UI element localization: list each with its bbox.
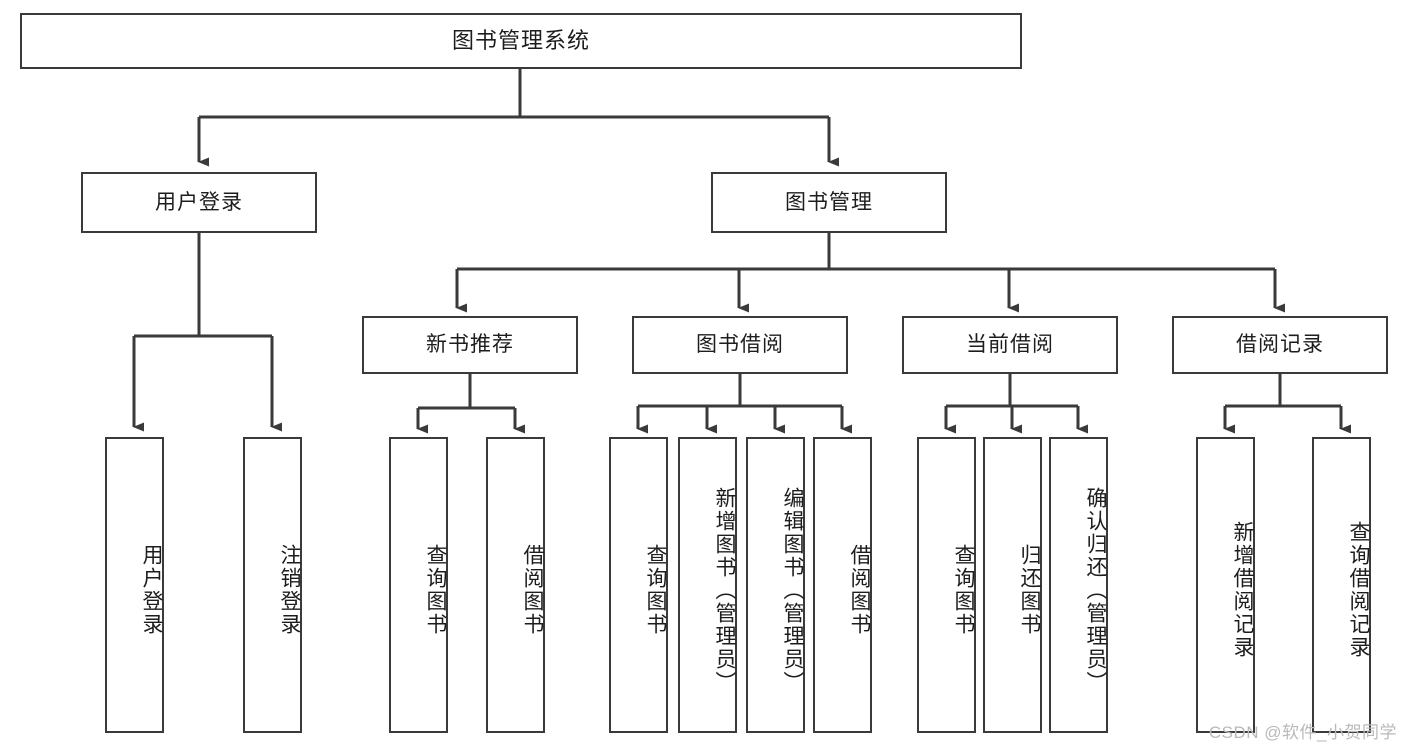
node-new-book-recommend[interactable]: 新书推荐 [362,316,578,374]
leaf-user-login-login[interactable]: 用户登录 [105,437,164,733]
watermark-text: CSDN @软件_小贺同学 [1208,723,1397,742]
node-label: 查询图书 [952,544,975,636]
leaf-current-query-book[interactable]: 查询图书 [917,437,976,733]
leaf-current-return-book[interactable]: 归还图书 [983,437,1042,733]
leaf-borrow-edit-book[interactable]: 编辑图书（管理员） [746,437,805,733]
node-label: 图书借阅 [696,333,784,357]
node-label: 确认归还（管理员） [1084,486,1107,694]
node-current-borrow[interactable]: 当前借阅 [902,316,1118,374]
leaf-record-query-record[interactable]: 查询借阅记录 [1312,437,1371,733]
node-label: 编辑图书（管理员） [781,486,804,694]
node-borrow-record[interactable]: 借阅记录 [1172,316,1388,374]
leaf-borrow-borrow-book[interactable]: 借阅图书 [813,437,872,733]
node-label: 新书推荐 [426,333,514,357]
leaf-recommend-query-book[interactable]: 查询图书 [389,437,448,733]
node-label: 归还图书 [1018,544,1041,636]
leaf-current-confirm-return[interactable]: 确认归还（管理员） [1049,437,1108,733]
node-label: 查询借阅记录 [1347,521,1370,659]
leaf-recommend-borrow-book[interactable]: 借阅图书 [486,437,545,733]
node-label: 查询图书 [424,544,447,636]
node-label: 借阅图书 [848,544,871,636]
leaf-borrow-query-book[interactable]: 查询图书 [609,437,668,733]
node-label: 图书管理系统 [451,27,590,53]
leaf-user-login-logout[interactable]: 注销登录 [243,437,302,733]
node-book-borrow[interactable]: 图书借阅 [632,316,848,374]
node-root-system[interactable]: 图书管理系统 [20,13,1022,69]
node-label: 查询图书 [644,544,667,636]
node-label: 借阅记录 [1236,333,1324,357]
node-label: 当前借阅 [966,333,1054,357]
node-label: 注销登录 [278,544,301,636]
node-label: 新增图书（管理员） [713,486,736,694]
leaf-borrow-add-book[interactable]: 新增图书（管理员） [678,437,737,733]
leaf-record-add-record[interactable]: 新增借阅记录 [1196,437,1255,733]
node-book-management[interactable]: 图书管理 [711,172,947,233]
node-label: 新增借阅记录 [1231,521,1254,659]
node-label: 用户登录 [155,190,243,214]
node-user-login[interactable]: 用户登录 [81,172,317,233]
node-label: 借阅图书 [521,544,544,636]
node-label: 图书管理 [785,190,873,214]
node-label: 用户登录 [140,544,163,636]
